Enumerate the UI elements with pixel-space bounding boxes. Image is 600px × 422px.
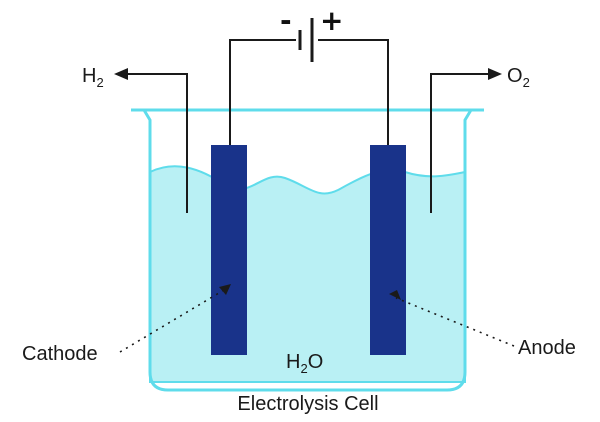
hydrogen-label: H2 — [82, 65, 104, 90]
oxygen-label: O2 — [507, 65, 530, 90]
anode-label: Anode — [518, 337, 576, 359]
battery-plus-sign: + — [320, 4, 343, 37]
water-label: H2O — [286, 351, 323, 376]
beaker — [131, 108, 484, 392]
circuit-wire — [229, 39, 389, 145]
hydrogen-arrow-icon — [114, 68, 128, 80]
hydrogen-collection-tube — [126, 73, 188, 213]
oxygen-collection-tube — [430, 73, 490, 213]
cathode-pointer-arrow-icon — [219, 284, 231, 295]
cathode-label: Cathode — [22, 343, 98, 365]
anode-pointer-line — [395, 297, 515, 347]
anode-electrode — [370, 145, 406, 355]
anode-pointer-arrow-icon — [389, 290, 401, 300]
cathode-electrode — [211, 145, 247, 355]
electrolyte-liquid — [149, 165, 466, 383]
diagram-caption: Electrolysis Cell — [237, 393, 378, 415]
battery-minus-sign: - — [280, 4, 292, 37]
oxygen-arrow-icon — [488, 68, 502, 80]
